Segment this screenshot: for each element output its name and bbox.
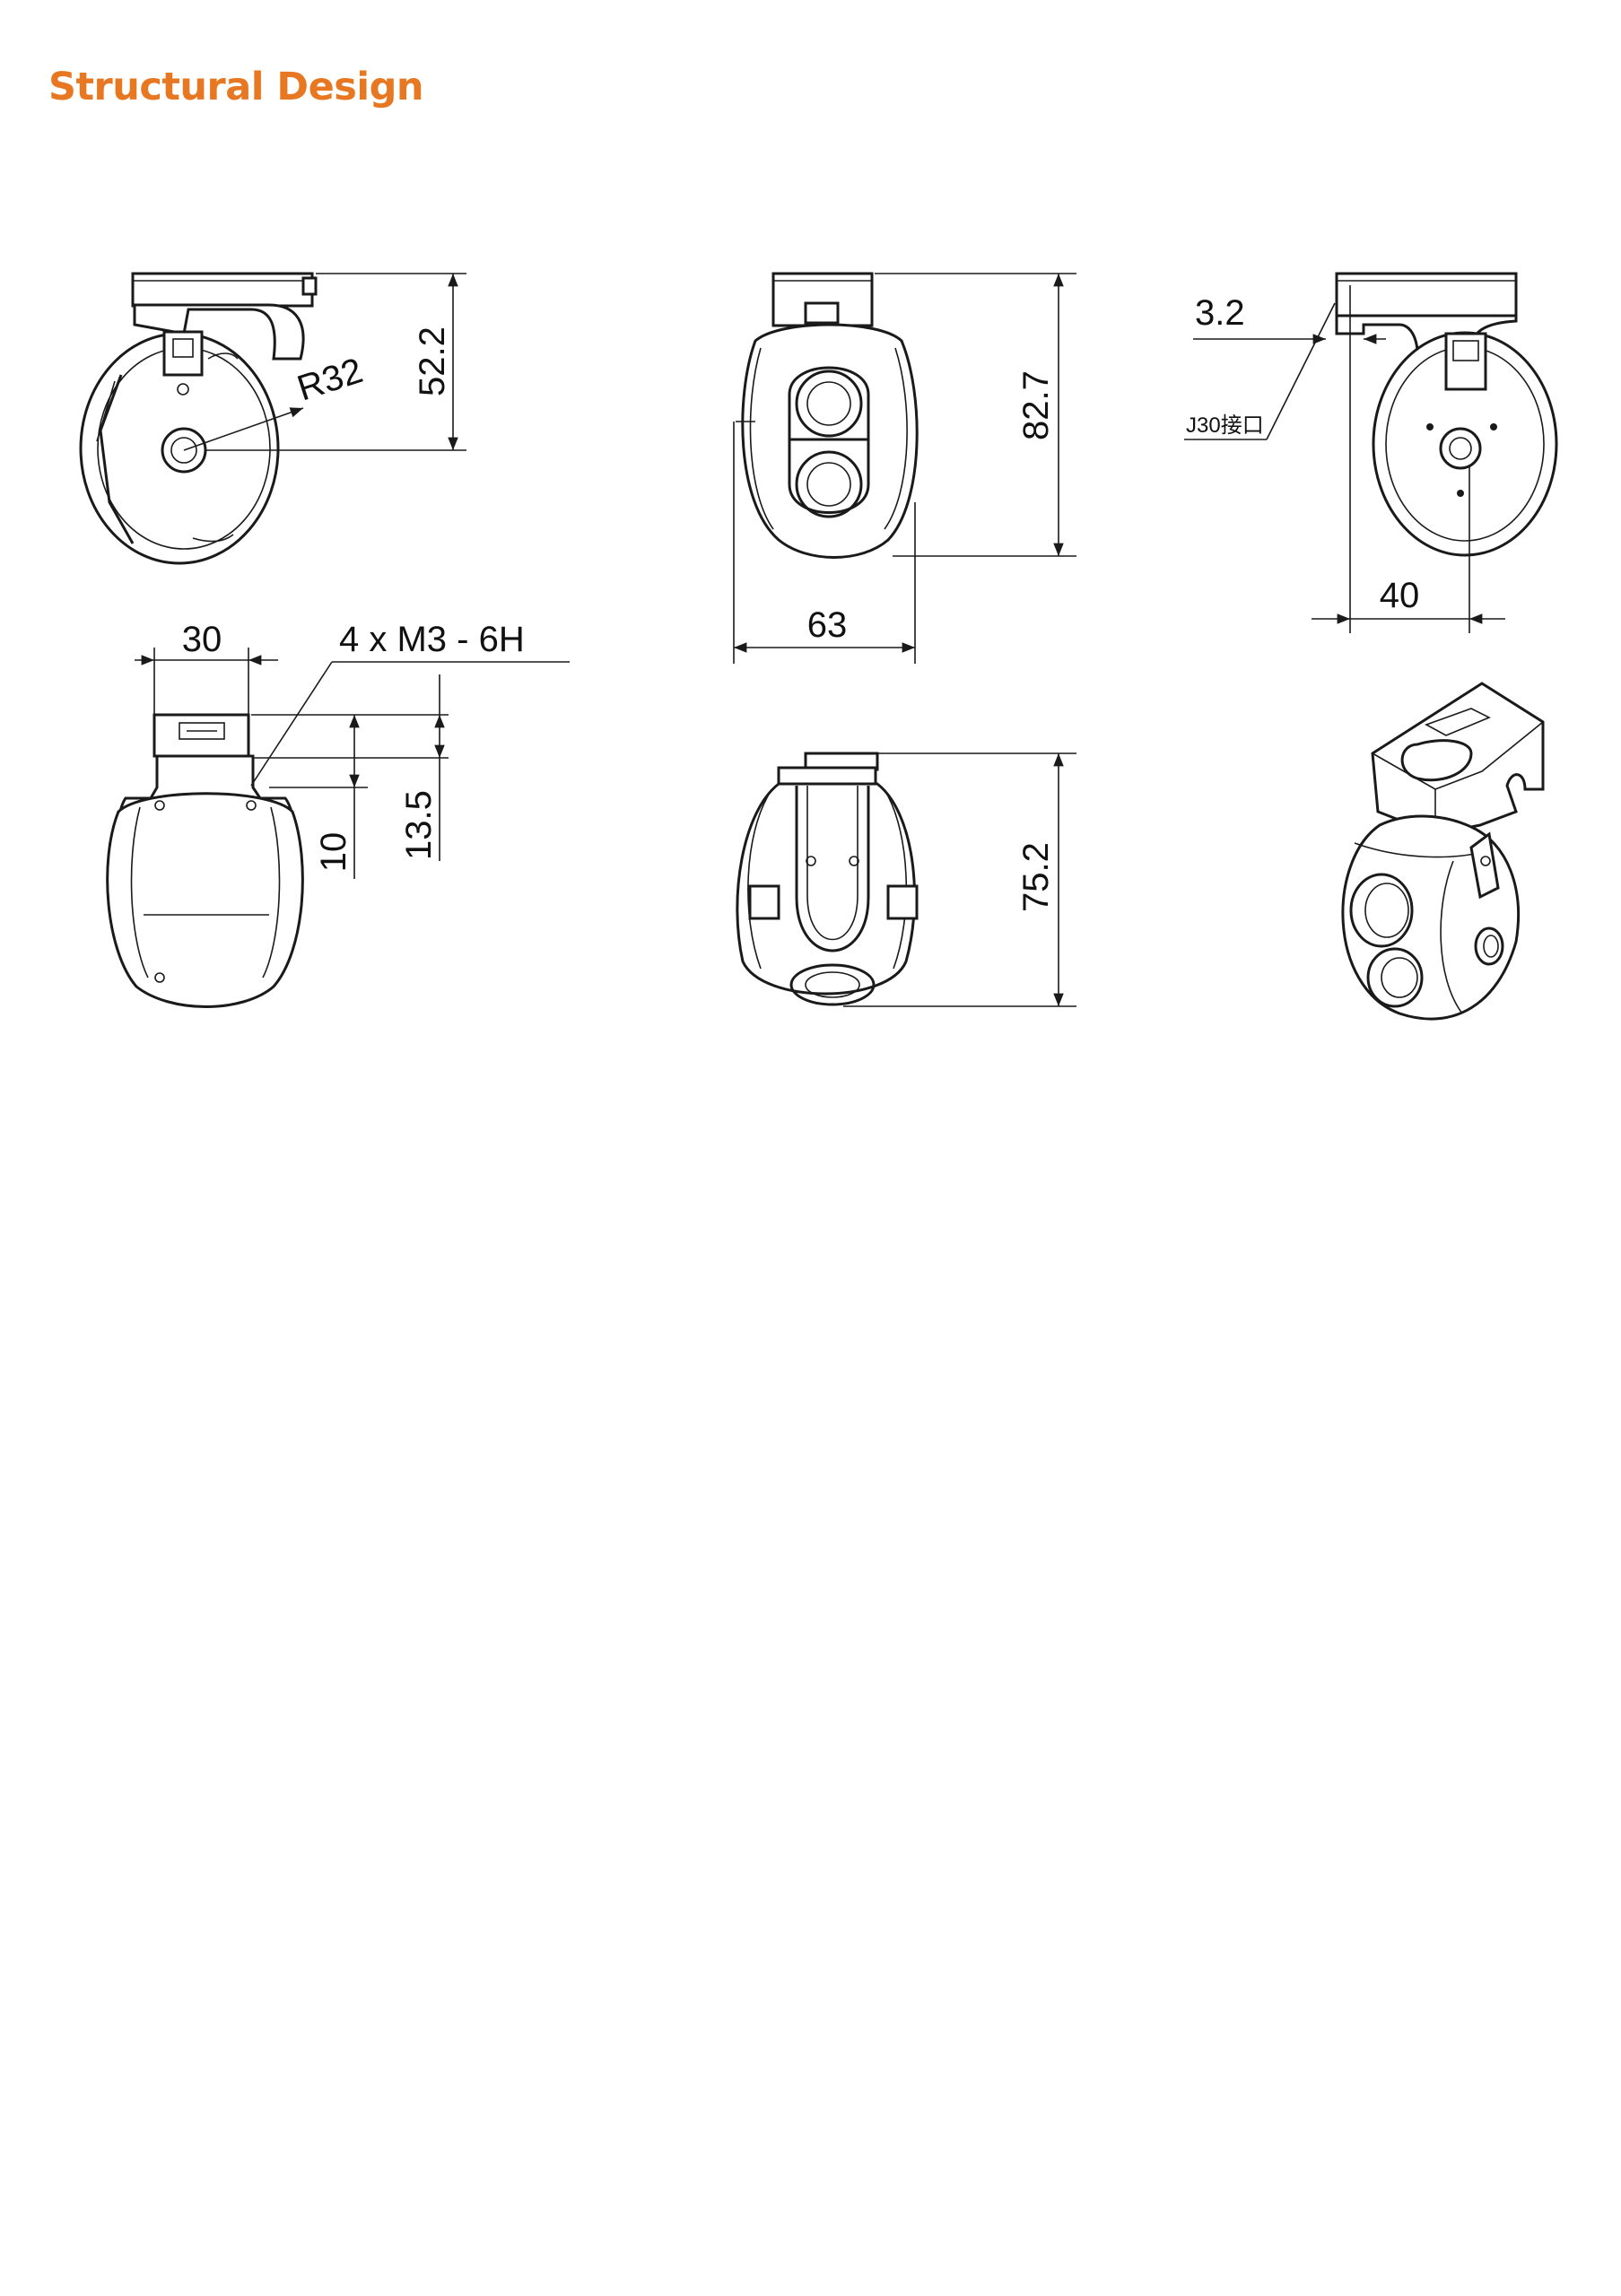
dim-rear-offset: 3.2 bbox=[1195, 293, 1245, 333]
dim-rear-depth: 40 bbox=[1380, 576, 1420, 615]
isometric-view-drawing bbox=[1341, 682, 1545, 1021]
bottom-view-drawing bbox=[736, 752, 1076, 1007]
dim-front-height: 82.7 bbox=[1016, 370, 1056, 440]
dim-bottom-height: 75.2 bbox=[1016, 842, 1056, 912]
dim-thread-spec: 4 x M3 - 6H bbox=[339, 620, 525, 659]
rear-view-drawing bbox=[1184, 272, 1558, 633]
page-title: Structural Design bbox=[48, 65, 424, 109]
dim-front-width: 63 bbox=[807, 605, 848, 645]
dim-spacing-13-5: 13.5 bbox=[399, 790, 439, 860]
dim-radius: R32 bbox=[292, 351, 367, 409]
dim-top-width: 30 bbox=[182, 620, 222, 659]
dim-port-label: J30接口 bbox=[1186, 413, 1264, 438]
dim-side-height: 52.2 bbox=[413, 326, 452, 396]
side-view-drawing bbox=[79, 272, 466, 565]
front-view-drawing bbox=[733, 272, 1076, 664]
dim-spacing-10: 10 bbox=[314, 832, 353, 873]
top-view-drawing bbox=[106, 648, 570, 1008]
